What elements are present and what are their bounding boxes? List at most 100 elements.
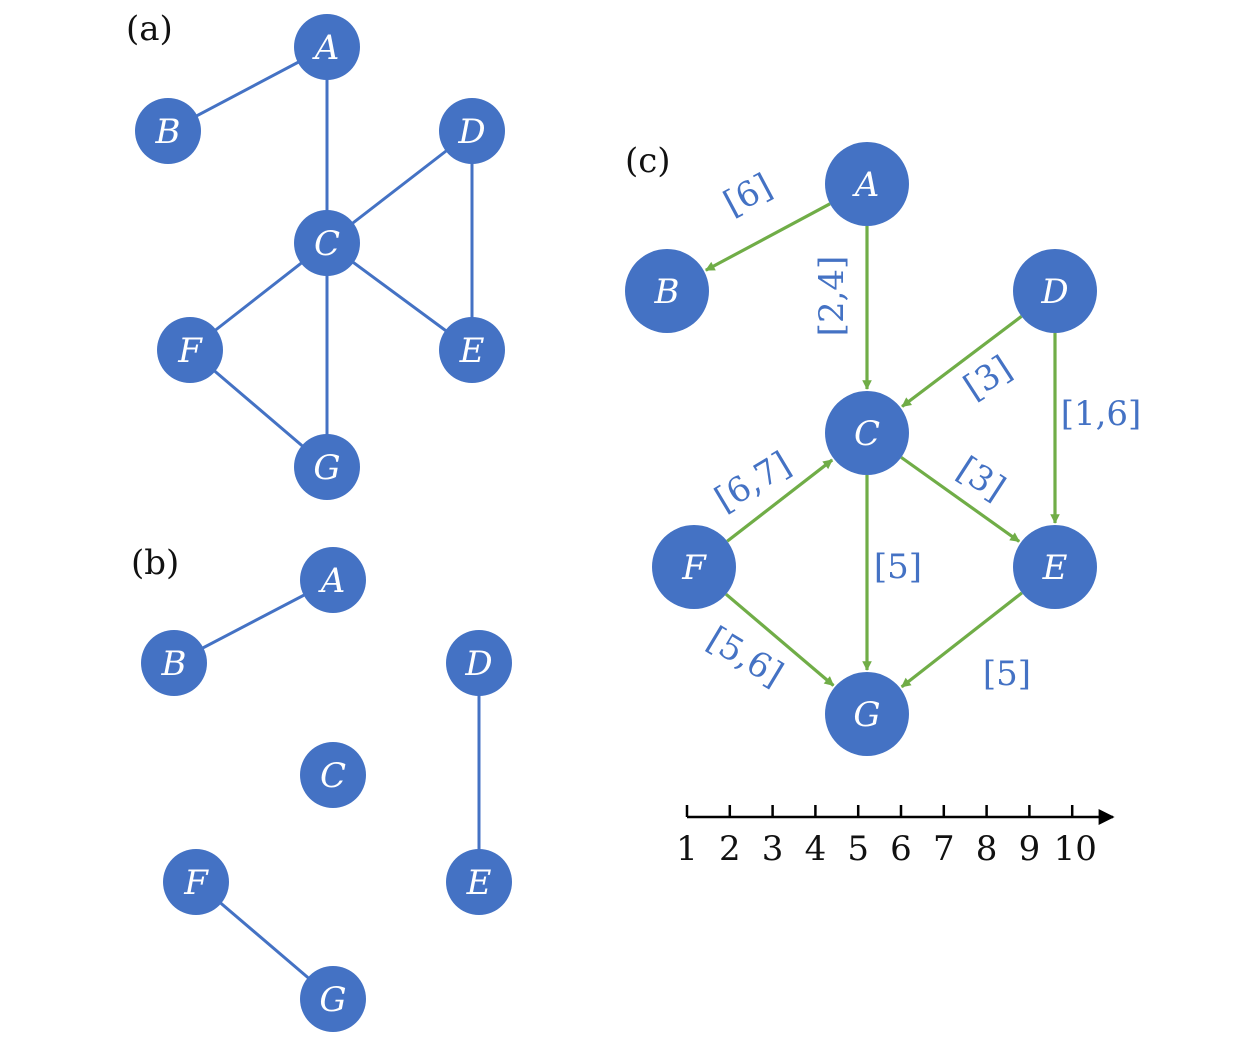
edge-f-to-c — [726, 458, 834, 543]
node-label: B — [654, 272, 680, 312]
node-circle — [300, 966, 366, 1032]
edge-c-to-e — [900, 456, 1021, 543]
edge-label-c-g: [5] — [874, 547, 922, 587]
edge-label-f-c: [6,7] — [708, 444, 798, 520]
node-g: G — [294, 434, 360, 500]
edge-label-d-e: [1,6] — [1061, 394, 1142, 434]
node-label: E — [466, 863, 492, 903]
node-d: D — [1013, 249, 1097, 333]
edge-label-a-c: [2,4] — [812, 256, 852, 337]
node-f: F — [163, 849, 229, 915]
timeline-tick-label: 8 — [976, 829, 998, 869]
node-circle — [625, 249, 709, 333]
panel-c-edges — [705, 202, 1060, 689]
node-d: D — [439, 98, 505, 164]
node-a: A — [825, 142, 909, 226]
node-circle — [1013, 249, 1097, 333]
edge-f-to-g — [724, 592, 835, 687]
node-label: G — [313, 448, 340, 488]
node-a: A — [300, 547, 366, 613]
node-label: D — [1040, 272, 1068, 312]
node-b: B — [141, 630, 207, 696]
node-label: A — [312, 28, 340, 68]
node-label: D — [464, 644, 492, 684]
timeline-tick-label: 7 — [933, 829, 955, 869]
node-circle — [1013, 525, 1097, 609]
edge-d-to-c — [901, 315, 1023, 408]
node-label: E — [459, 331, 485, 371]
panel-a-nodes: A B C D E F G — [135, 14, 505, 500]
timeline-tick-label: 10 — [1054, 829, 1097, 869]
panel-c-nodes: A B C D E F G — [625, 142, 1097, 756]
node-d: D — [446, 630, 512, 696]
node-label: D — [457, 112, 485, 152]
node-circle — [652, 525, 736, 609]
timeline-tick-label: 5 — [847, 829, 869, 869]
node-g: G — [825, 672, 909, 756]
panel-b-label: (b) — [131, 543, 179, 583]
edge-label-f-g: [5,6] — [700, 619, 790, 695]
node-c: C — [294, 210, 360, 276]
node-circle — [294, 434, 360, 500]
timeline-tick-label: 2 — [719, 829, 741, 869]
node-f: F — [652, 525, 736, 609]
panel-a-label: (a) — [126, 9, 173, 49]
timeline-tick-label: 4 — [805, 829, 827, 869]
node-c: C — [300, 742, 366, 808]
panel-c-edge-labels: [6][2,4][3][1,6][3][6,7][5][5,6][5] — [700, 166, 1141, 695]
timeline-tick-label: 9 — [1019, 829, 1041, 869]
panel-b-nodes: A B C D E F G — [141, 547, 512, 1032]
node-e: E — [439, 317, 505, 383]
node-circle — [439, 317, 505, 383]
node-label: F — [177, 331, 203, 371]
node-label: C — [314, 224, 340, 264]
node-circle — [157, 317, 223, 383]
timeline-tick-label: 3 — [762, 829, 784, 869]
node-e: E — [446, 849, 512, 915]
node-label: B — [155, 112, 181, 152]
node-label: C — [854, 414, 880, 454]
node-g: G — [300, 966, 366, 1032]
node-label: F — [183, 863, 209, 903]
node-circle — [446, 849, 512, 915]
panel-a-graph: A B C D E F G — [135, 14, 505, 500]
timeline-tick-label: 6 — [890, 829, 912, 869]
node-label: G — [319, 980, 346, 1020]
node-label: G — [853, 695, 880, 735]
node-circle — [163, 849, 229, 915]
node-circle — [141, 630, 207, 696]
node-label: E — [1042, 548, 1068, 588]
node-c: C — [825, 391, 909, 475]
edge-label-a-b: [6] — [717, 166, 778, 224]
timeline-tick-label: 1 — [676, 829, 698, 869]
panel-c-graph: [6][2,4][3][1,6][3][6,7][5][5,6][5] ABCD… — [625, 142, 1141, 756]
node-e: E — [1013, 525, 1097, 609]
edge-label-e-g: [5] — [983, 654, 1031, 694]
edge-e-to-g — [900, 591, 1023, 689]
node-label: A — [318, 561, 346, 601]
node-circle — [300, 547, 366, 613]
node-label: F — [681, 548, 707, 588]
node-a: A — [294, 14, 360, 80]
node-circle — [825, 391, 909, 475]
edge-a-to-b — [705, 202, 831, 272]
node-circle — [825, 142, 909, 226]
node-circle — [825, 672, 909, 756]
node-label: A — [852, 165, 880, 205]
node-b: B — [135, 98, 201, 164]
node-circle — [294, 210, 360, 276]
node-f: F — [157, 317, 223, 383]
node-circle — [439, 98, 505, 164]
node-b: B — [625, 249, 709, 333]
node-circle — [135, 98, 201, 164]
node-circle — [446, 630, 512, 696]
node-circle — [300, 742, 366, 808]
node-label: B — [161, 644, 187, 684]
node-circle — [294, 14, 360, 80]
panel-b-graph: A B C D E F G — [141, 547, 512, 1032]
panel-c-label: (c) — [625, 141, 671, 181]
node-label: C — [320, 756, 346, 796]
